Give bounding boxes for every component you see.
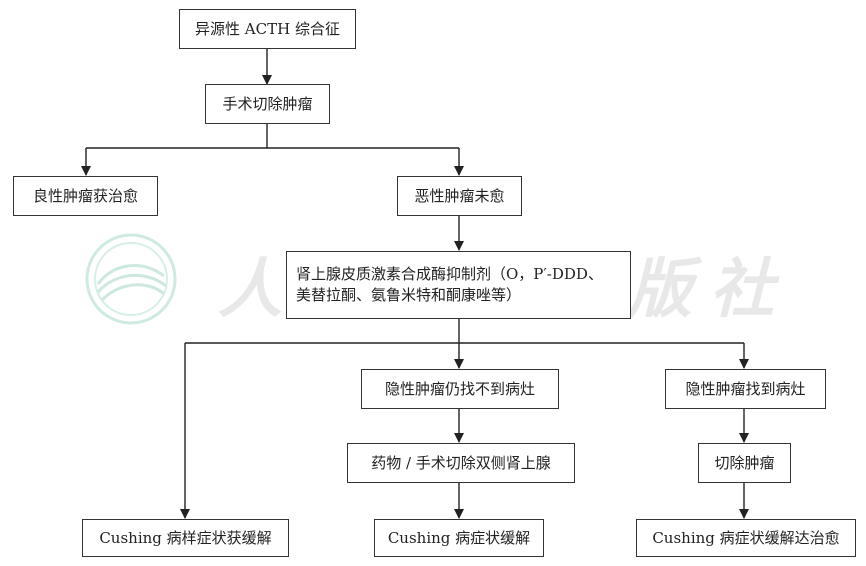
inhibitor-line-2: 美替拉酮、氨鲁米特和酮康唑等） bbox=[296, 286, 522, 304]
node-outcome-cushing-relieved: Cushing 病症状缓解 bbox=[374, 519, 544, 557]
node-surgical-resection: 手术切除肿瘤 bbox=[205, 84, 330, 124]
node-excise-tumor: 切除肿瘤 bbox=[698, 443, 791, 483]
node-enzyme-inhibitors: 肾上腺皮质激素合成酶抑制剂（O，P′-DDD、 美替拉酮、氨鲁米特和酮康唑等） bbox=[286, 251, 631, 319]
node-ectopic-acth-syndrome: 异源性 ACTH 综合征 bbox=[179, 9, 356, 49]
node-outcome-cushing-like-relieved: Cushing 病样症状获缓解 bbox=[82, 519, 289, 557]
publisher-logo-watermark bbox=[85, 233, 177, 325]
node-occult-tumor-not-found: 隐性肿瘤仍找不到病灶 bbox=[361, 369, 559, 409]
node-outcome-cushing-cured: Cushing 病症状缓解达治愈 bbox=[636, 519, 856, 557]
inhibitor-line-1: 肾上腺皮质激素合成酶抑制剂（O，P′-DDD、 bbox=[296, 265, 603, 283]
node-drug-or-bilateral-adrenalectomy: 药物 / 手术切除双侧肾上腺 bbox=[347, 443, 575, 483]
node-benign-cured: 良性肿瘤获治愈 bbox=[13, 176, 158, 216]
node-malignant-uncured: 恶性肿瘤未愈 bbox=[397, 176, 522, 216]
node-occult-tumor-found: 隐性肿瘤找到病灶 bbox=[665, 369, 826, 409]
